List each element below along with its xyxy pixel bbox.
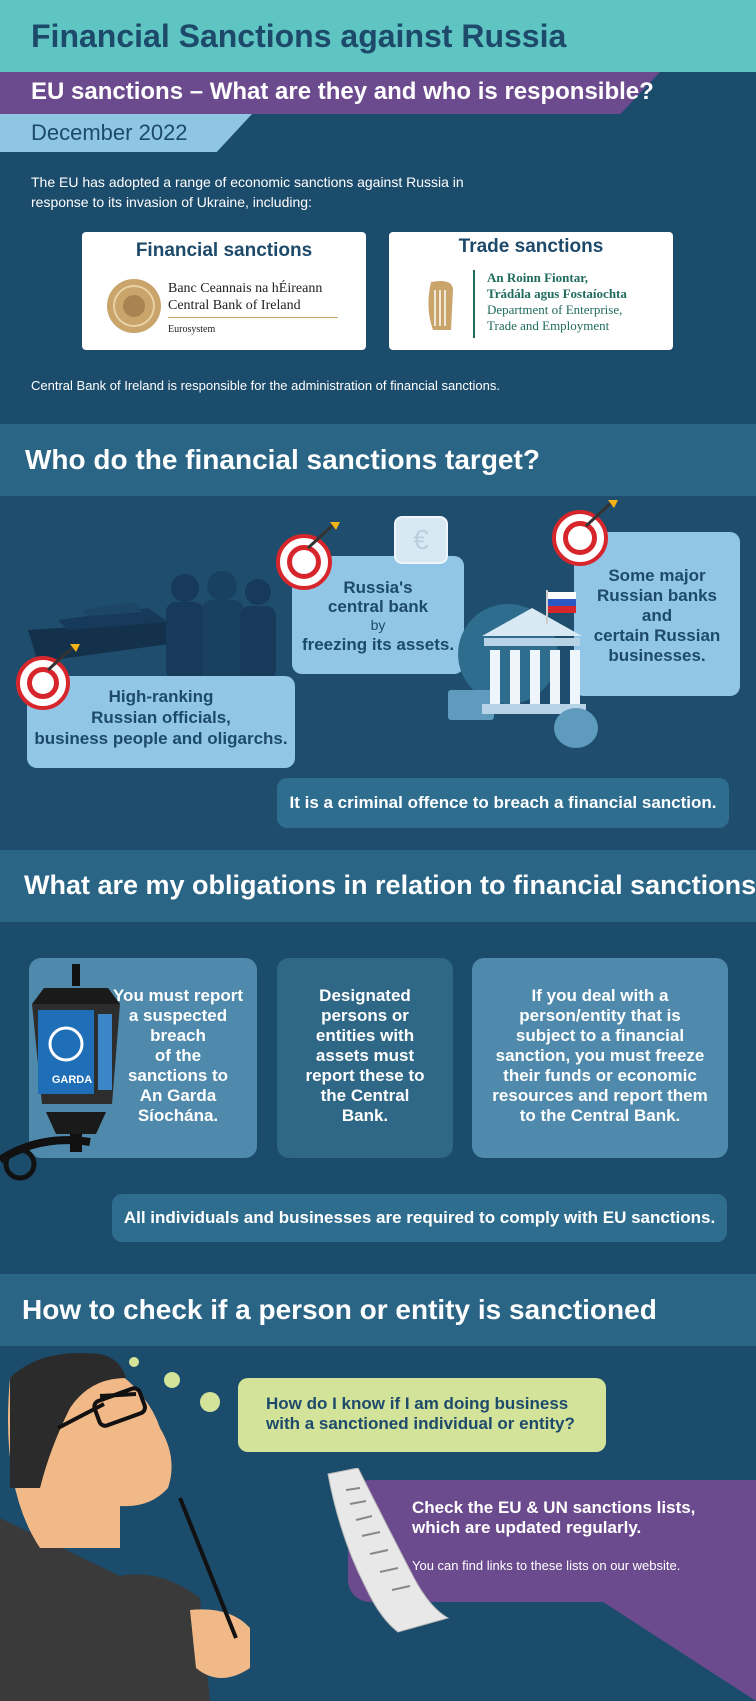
logo-line-english: Central Bank of Ireland bbox=[168, 298, 301, 313]
trade-sanctions-card: Trade sanctions An Roinn Fiontar, Trádál… bbox=[389, 232, 673, 350]
yacht-icon bbox=[28, 602, 198, 662]
obligations-heading: What are my obligations in relation to f… bbox=[24, 870, 756, 900]
subtitle-band bbox=[0, 72, 660, 114]
administration-note: Central Bank of Ireland is responsible f… bbox=[31, 378, 500, 393]
obligation-freeze-funds: If you deal with a person/entity that is… bbox=[472, 958, 728, 1158]
answer-text: Check the EU & UN sanctions lists, which… bbox=[412, 1498, 695, 1538]
harp-icon bbox=[428, 281, 453, 330]
date-band bbox=[0, 114, 252, 152]
obl1-line-3: breach bbox=[150, 1026, 206, 1045]
people-silhouette-icon bbox=[166, 571, 276, 680]
obl2-line-7: Bank. bbox=[341, 1106, 389, 1125]
garda-lamp-icon bbox=[0, 964, 120, 1181]
dept-line-1: An Roinn Fiontar, bbox=[487, 270, 589, 285]
obl2-line-6: the Central bbox=[320, 1086, 410, 1105]
criminal-offence-note: It is a criminal offence to breach a fin… bbox=[277, 778, 729, 828]
obl2-line-3: entities with bbox=[315, 1026, 415, 1045]
enterprise-dept-logo-text: An Roinn Fiontar, Trádála agus Fostaíoch… bbox=[487, 270, 627, 334]
page-title: Financial Sanctions against Russia bbox=[31, 18, 567, 54]
target-central-bank-bubble: Russia's central bank by freezing its as… bbox=[292, 556, 464, 674]
central-bank-line-4: freezing its assets. bbox=[301, 635, 455, 654]
page-subtitle: EU sanctions – What are they and who is … bbox=[31, 78, 654, 105]
answer-bubble-tail bbox=[600, 1600, 756, 1701]
answer-subtext: You can find links to these lists on our… bbox=[412, 1558, 681, 1573]
answer-line-2: which are updated regularly. bbox=[412, 1518, 642, 1537]
central-bank-line-1: Russia's bbox=[343, 578, 413, 597]
obligations-heading-band bbox=[0, 850, 756, 922]
central-bank-line-3: by bbox=[370, 617, 386, 633]
dept-line-2: Trádála agus Fostaíochta bbox=[487, 286, 627, 301]
target-icon bbox=[16, 656, 70, 710]
officials-line-3: business people and oligarchs. bbox=[34, 729, 288, 748]
check-heading-band bbox=[0, 1274, 756, 1346]
trade-card-title: Trade sanctions bbox=[458, 236, 604, 257]
obl2-line-4: assets must bbox=[315, 1046, 415, 1065]
dart-icon bbox=[46, 644, 80, 672]
target-icon bbox=[276, 534, 332, 590]
banks-line-2: Russian banks bbox=[597, 586, 717, 605]
check-heading: How to check if a person or entity is sa… bbox=[22, 1294, 657, 1325]
central-bank-line-2: central bank bbox=[327, 597, 429, 616]
obl3-line-1: If you deal with a bbox=[531, 986, 669, 1005]
dart-icon bbox=[306, 522, 340, 550]
obl1-line-6: An Garda bbox=[139, 1086, 217, 1105]
target-banks-bubble: Some major Russian banks and certain Rus… bbox=[574, 532, 740, 696]
obl3-line-4: sanction, you must freeze bbox=[495, 1046, 705, 1065]
obl3-line-2: person/entity that is bbox=[519, 1006, 681, 1025]
obl1-line-7: Síochána. bbox=[137, 1106, 219, 1125]
obl1-line-1: You must report bbox=[112, 986, 244, 1005]
logo-line-eurosystem: Eurosystem bbox=[168, 324, 216, 335]
question-bubble: How do I know if I am doing business wit… bbox=[238, 1378, 606, 1452]
obl1-line-2: a suspected bbox=[128, 1006, 228, 1025]
target-icon bbox=[552, 510, 608, 566]
russia-flag-icon bbox=[546, 590, 576, 624]
logo-line-irish: Banc Ceannais na hÉireann bbox=[168, 281, 323, 296]
thinking-man-icon bbox=[0, 1353, 250, 1701]
targets-heading: Who do the financial sanctions target? bbox=[25, 444, 540, 475]
intro-text: The EU has adopted a range of economic s… bbox=[31, 174, 464, 210]
question-line-1: How do I know if I am doing business bbox=[266, 1394, 569, 1413]
bank-building-icon bbox=[448, 604, 598, 748]
financial-sanctions-card: Financial sanctions Banc Ceannais na hÉi… bbox=[82, 232, 366, 350]
banks-line-3: and bbox=[641, 606, 673, 625]
obl1-line-5: sanctions to bbox=[127, 1066, 229, 1085]
target-officials-bubble: High-ranking Russian officials, business… bbox=[27, 676, 295, 768]
obl3-line-6: resources and report them bbox=[492, 1086, 708, 1105]
dept-line-3: Department of Enterprise, bbox=[487, 302, 623, 317]
officials-line-2: Russian officials, bbox=[91, 708, 231, 727]
dept-line-4: Trade and Employment bbox=[487, 318, 610, 333]
date-label: December 2022 bbox=[31, 120, 188, 145]
officials-line-1: High-ranking bbox=[108, 687, 214, 706]
header-band bbox=[0, 0, 756, 72]
obligation-designated-persons: Designated persons or entities with asse… bbox=[277, 958, 453, 1158]
central-bank-logo-text: Banc Ceannais na hÉireann Central Bank o… bbox=[168, 280, 338, 338]
ice-euro-icon: € bbox=[394, 516, 448, 564]
obl3-line-3: subject to a financial bbox=[515, 1026, 685, 1045]
banks-line-4: certain Russian bbox=[593, 626, 721, 645]
dart-icon bbox=[584, 500, 618, 528]
obl2-line-5: report these to bbox=[305, 1066, 425, 1085]
financial-card-title: Financial sanctions bbox=[135, 240, 313, 261]
answer-line-1: Check the EU & UN sanctions lists, bbox=[412, 1498, 696, 1517]
targets-heading-band bbox=[0, 424, 756, 496]
receipt-list-icon bbox=[327, 1468, 450, 1633]
harp-seal-icon bbox=[107, 279, 161, 333]
banks-line-1: Some major bbox=[608, 566, 706, 585]
banks-line-5: businesses. bbox=[608, 646, 706, 665]
obl3-line-5: their funds or economic bbox=[503, 1066, 697, 1085]
garda-lamp-label: GARDA bbox=[51, 1074, 93, 1086]
obl3-line-7: to the Central Bank. bbox=[519, 1106, 681, 1125]
question-line-2: with a sanctioned individual or entity? bbox=[266, 1414, 575, 1433]
obl2-line-2: persons or bbox=[321, 1006, 409, 1025]
comply-note: All individuals and businesses are requi… bbox=[112, 1194, 727, 1242]
obl2-line-1: Designated bbox=[319, 986, 411, 1005]
obl1-line-4: of the bbox=[154, 1046, 202, 1065]
